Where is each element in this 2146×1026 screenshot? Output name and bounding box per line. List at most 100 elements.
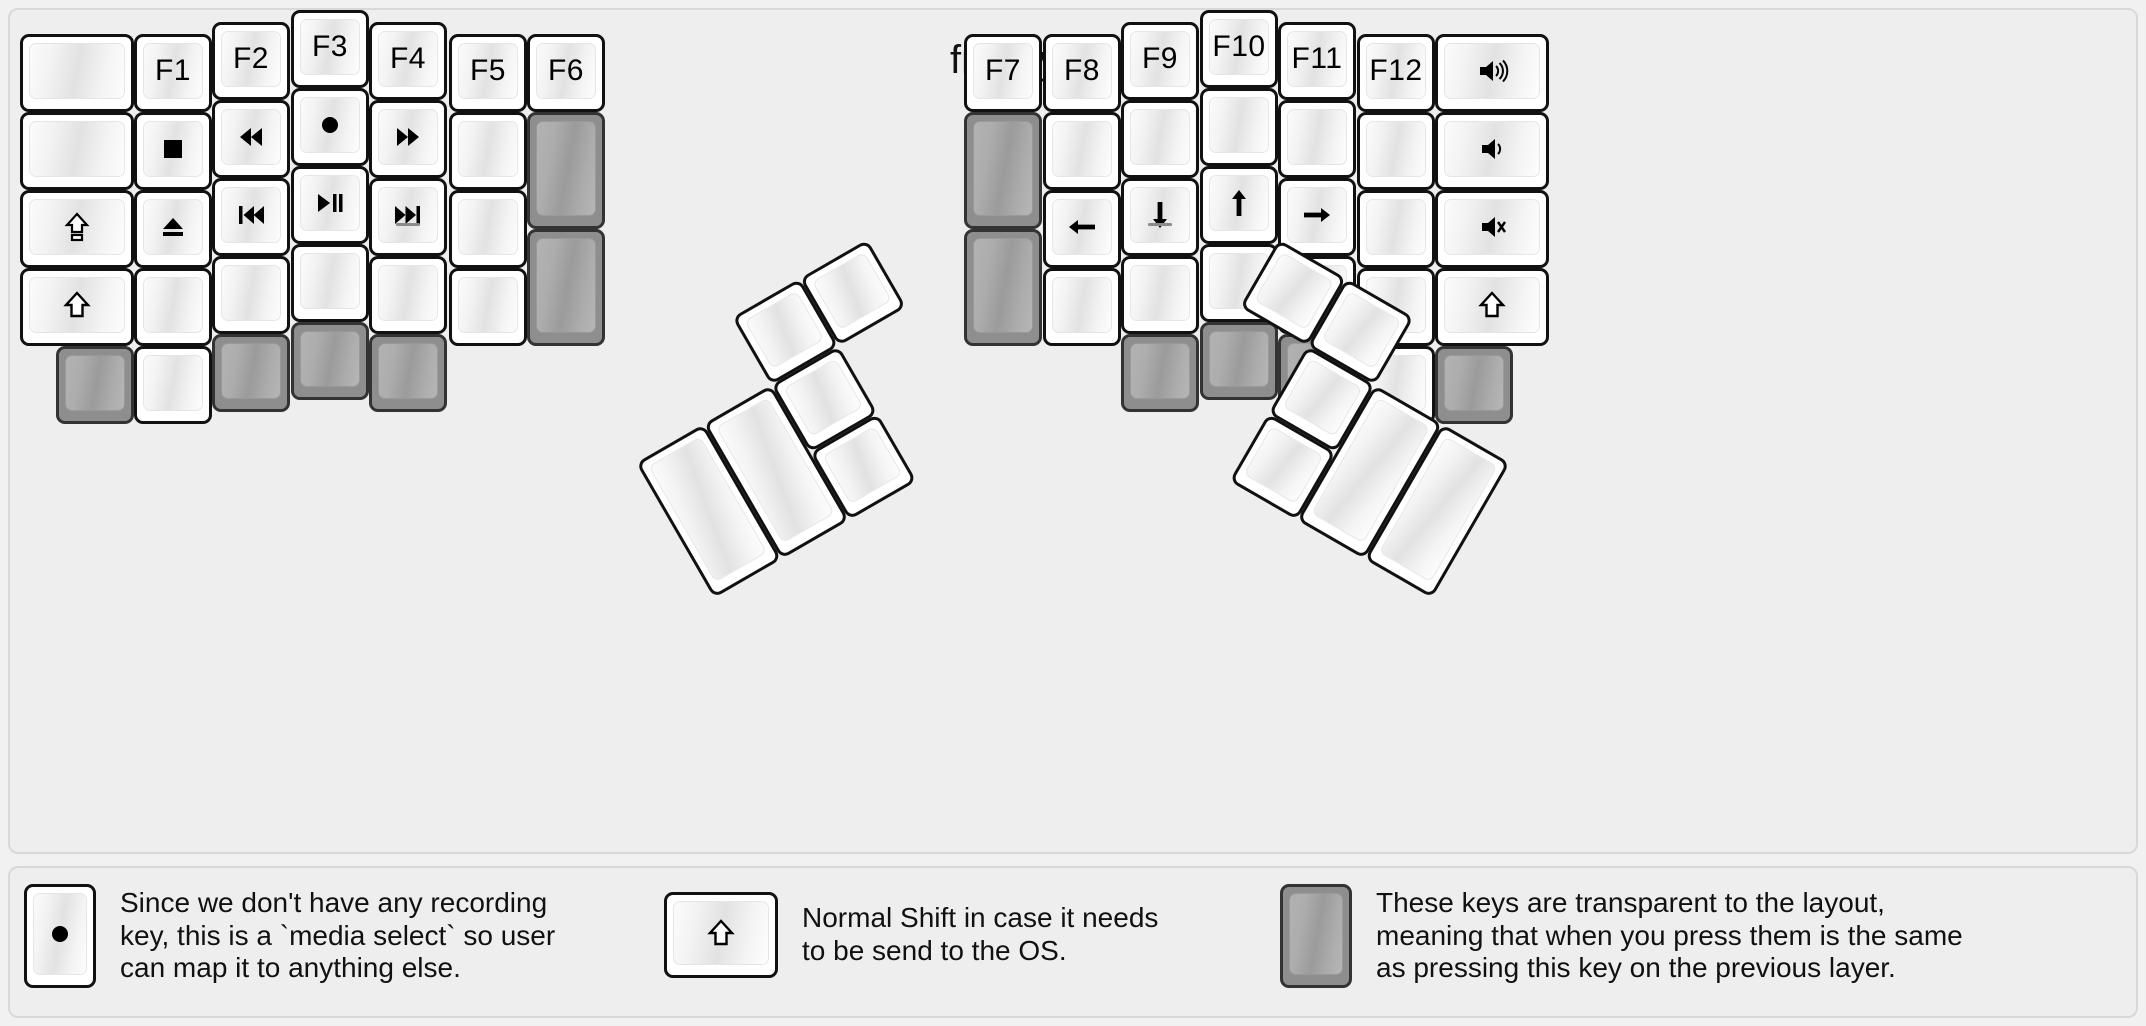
right-col-f10-key-1[interactable] [1200, 88, 1278, 166]
key-cap [378, 109, 438, 165]
right-col-f12-key-2[interactable] [1357, 190, 1435, 268]
right-col-f7-key-1[interactable] [964, 112, 1042, 229]
shift-icon [704, 916, 738, 950]
right-col-f9-key-3[interactable] [1121, 256, 1199, 334]
left-col-f3-key-1[interactable] [291, 88, 369, 166]
left-col-outer-key-1[interactable] [20, 112, 134, 190]
left-col-f5-key-3[interactable] [449, 268, 527, 346]
right-col-f9-key-2[interactable] [1121, 178, 1199, 256]
key-cap [1052, 121, 1112, 177]
right-col-f7-key-2[interactable] [964, 229, 1042, 346]
left-col-f1-key-2[interactable] [134, 190, 212, 268]
left-col-f1-key-4[interactable] [134, 346, 212, 424]
left-col-f4-key-3[interactable] [369, 256, 447, 334]
key-cap [29, 277, 125, 333]
key-cap: F6 [536, 43, 596, 99]
key-cap [1321, 290, 1402, 370]
legend-panel [8, 866, 2138, 1018]
key-cap [1444, 355, 1504, 411]
key-cap [29, 43, 125, 99]
right-col-f10-key-4[interactable] [1200, 322, 1278, 400]
right-col-outer-key-1[interactable] [1435, 112, 1549, 190]
right-col-f9-key-1[interactable] [1121, 100, 1199, 178]
left-col-f2-key-1[interactable] [212, 100, 290, 178]
right-col-f8-key-2[interactable] [1043, 190, 1121, 268]
key-cap [1287, 109, 1347, 165]
left-col-f2-key-2[interactable] [212, 178, 290, 256]
left-col-f5-key-2[interactable] [449, 190, 527, 268]
right-col-outer-key-0[interactable] [1435, 34, 1549, 112]
right-col-f8-key-3[interactable] [1043, 268, 1121, 346]
left-col-f4-key-1[interactable] [369, 100, 447, 178]
left-col-f6-key-2[interactable] [527, 229, 605, 346]
left-col-f4-key-0[interactable]: F4 [369, 22, 447, 100]
legend-key-cap [33, 893, 87, 975]
left-col-f1-key-3[interactable] [134, 268, 212, 346]
legend-text-1: Normal Shift in case it needs to be send… [802, 902, 1159, 966]
right-col-f10-key-0[interactable]: F10 [1200, 10, 1278, 88]
key-cap [1444, 199, 1540, 255]
volume-up-icon [1475, 54, 1509, 88]
right-col-f12-key-1[interactable] [1357, 112, 1435, 190]
right-col-outer-key-3[interactable] [1435, 268, 1549, 346]
next-track-icon [391, 198, 425, 232]
left-col-f3-key-4[interactable] [291, 322, 369, 400]
key-cap: F7 [973, 43, 1033, 99]
key-cap [221, 265, 281, 321]
key-cap [378, 187, 438, 243]
key-cap [1209, 175, 1269, 231]
left-col-f4-key-2[interactable] [369, 178, 447, 256]
key-label: F2 [232, 42, 269, 75]
legend-key-cap [673, 901, 769, 965]
left-col-f1-key-0[interactable]: F1 [134, 34, 212, 112]
key-cap: F2 [221, 31, 281, 87]
right-col-f11-key-0[interactable]: F11 [1278, 22, 1356, 100]
left-col-outer-key-0[interactable] [20, 34, 134, 112]
left-col-f3-key-3[interactable] [291, 244, 369, 322]
right-col-outer-key-2[interactable] [1435, 190, 1549, 268]
left-col-f2-key-4[interactable] [212, 334, 290, 412]
key-cap: F10 [1209, 19, 1269, 75]
left-col-f1-key-1[interactable] [134, 112, 212, 190]
left-col-f3-key-0[interactable]: F3 [291, 10, 369, 88]
key-label: F9 [1141, 42, 1178, 75]
left-col-f2-key-0[interactable]: F2 [212, 22, 290, 100]
key-cap [1444, 121, 1540, 177]
left-col-f5-key-0[interactable]: F5 [449, 34, 527, 112]
key-cap [973, 121, 1033, 216]
left-col-outer-key-3[interactable] [20, 268, 134, 346]
arrow-down-icon [1143, 198, 1177, 232]
left-col-f3-key-2[interactable] [291, 166, 369, 244]
right-col-outer-key-4[interactable] [1435, 346, 1513, 424]
right-col-f11-key-2[interactable] [1278, 178, 1356, 256]
right-col-f9-key-0[interactable]: F9 [1121, 22, 1199, 100]
left-col-outer-key-2[interactable] [20, 190, 134, 268]
right-col-f8-key-0[interactable]: F8 [1043, 34, 1121, 112]
right-col-f9-key-4[interactable] [1121, 334, 1199, 412]
right-col-f11-key-1[interactable] [1278, 100, 1356, 178]
key-cap [1130, 343, 1190, 399]
left-col-f6-key-1[interactable] [527, 112, 605, 229]
right-col-f7-key-0[interactable]: F7 [964, 34, 1042, 112]
left-col-f2-key-3[interactable] [212, 256, 290, 334]
left-col-f5-key-1[interactable] [449, 112, 527, 190]
right-col-f10-key-2[interactable] [1200, 166, 1278, 244]
key-label: F12 [1369, 54, 1423, 87]
rewind-icon [234, 120, 268, 154]
legend-key-0 [24, 884, 96, 988]
key-cap [65, 355, 125, 411]
key-label: F4 [389, 42, 426, 75]
legend-key-1 [664, 892, 778, 978]
key-cap [1052, 199, 1112, 255]
key-cap [1444, 277, 1540, 333]
left-col-f4-key-4[interactable] [369, 334, 447, 412]
left-col-outer-key-4[interactable] [56, 346, 134, 424]
key-cap [458, 199, 518, 255]
left-col-f6-key-0[interactable]: F6 [527, 34, 605, 112]
key-cap [221, 187, 281, 243]
right-col-f8-key-1[interactable] [1043, 112, 1121, 190]
key-cap: F12 [1366, 43, 1426, 99]
right-col-f12-key-0[interactable]: F12 [1357, 34, 1435, 112]
key-cap [300, 97, 360, 153]
